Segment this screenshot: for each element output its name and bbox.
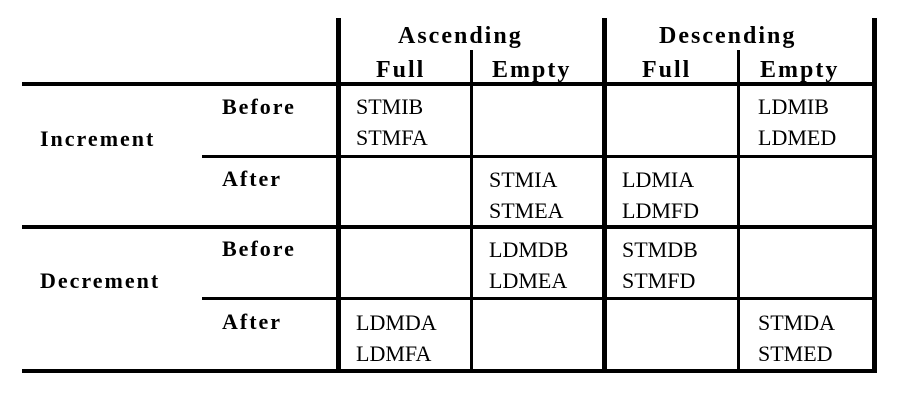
cell-inc-after-desc-full-1: LDMIA [622,167,695,192]
header-descending: Descending [659,23,797,49]
row-rule-increment-mid [202,155,877,158]
cell-inc-after-desc-full-2: LDMFD [622,198,700,223]
cell-dec-before-asc-empty-2: LDMEA [489,268,568,293]
cell-dec-after-desc-empty-1: STMDA [758,310,836,335]
rowgroup-decrement: Decrement [40,268,161,293]
cell-inc-before-desc-empty-1: LDMIB [758,94,829,119]
column-rule-right [872,18,877,372]
cell-dec-before-desc-full-1: STMDB [622,237,698,262]
subheader-desc-empty: Empty [760,57,840,83]
subheader-desc-full: Full [642,57,692,83]
column-rule-main [336,18,341,372]
cell-dec-before-desc-full-2: STMFD [622,268,696,293]
column-rule-group [602,18,607,372]
cell-inc-before-asc-full-2: STMFA [356,125,428,150]
subheader-asc-empty: Empty [492,57,572,83]
rowgroup-increment: Increment [40,126,156,151]
header-ascending: Ascending [398,23,523,49]
cell-dec-after-asc-full-1: LDMDA [356,310,437,335]
group-rule [22,225,877,229]
header-rule [22,82,877,86]
cell-dec-after-desc-empty-2: STMED [758,341,833,366]
cell-dec-after-asc-full-2: LDMFA [356,341,432,366]
row-label-decrement-before: Before [222,236,296,261]
subheader-asc-full: Full [376,57,426,83]
cell-inc-before-asc-full-1: STMIB [356,94,424,119]
row-rule-decrement-mid [202,297,877,300]
column-rule-asc-sub [470,50,473,372]
bottom-rule [22,369,877,373]
row-label-increment-after: After [222,166,283,191]
cell-inc-after-asc-empty-1: STMIA [489,167,558,192]
row-label-increment-before: Before [222,94,296,119]
cell-inc-after-asc-empty-2: STMEA [489,198,564,223]
row-label-decrement-after: After [222,309,283,334]
column-rule-desc-sub [737,50,740,372]
cell-inc-before-desc-empty-2: LDMED [758,125,837,150]
cell-dec-before-asc-empty-1: LDMDB [489,237,569,262]
